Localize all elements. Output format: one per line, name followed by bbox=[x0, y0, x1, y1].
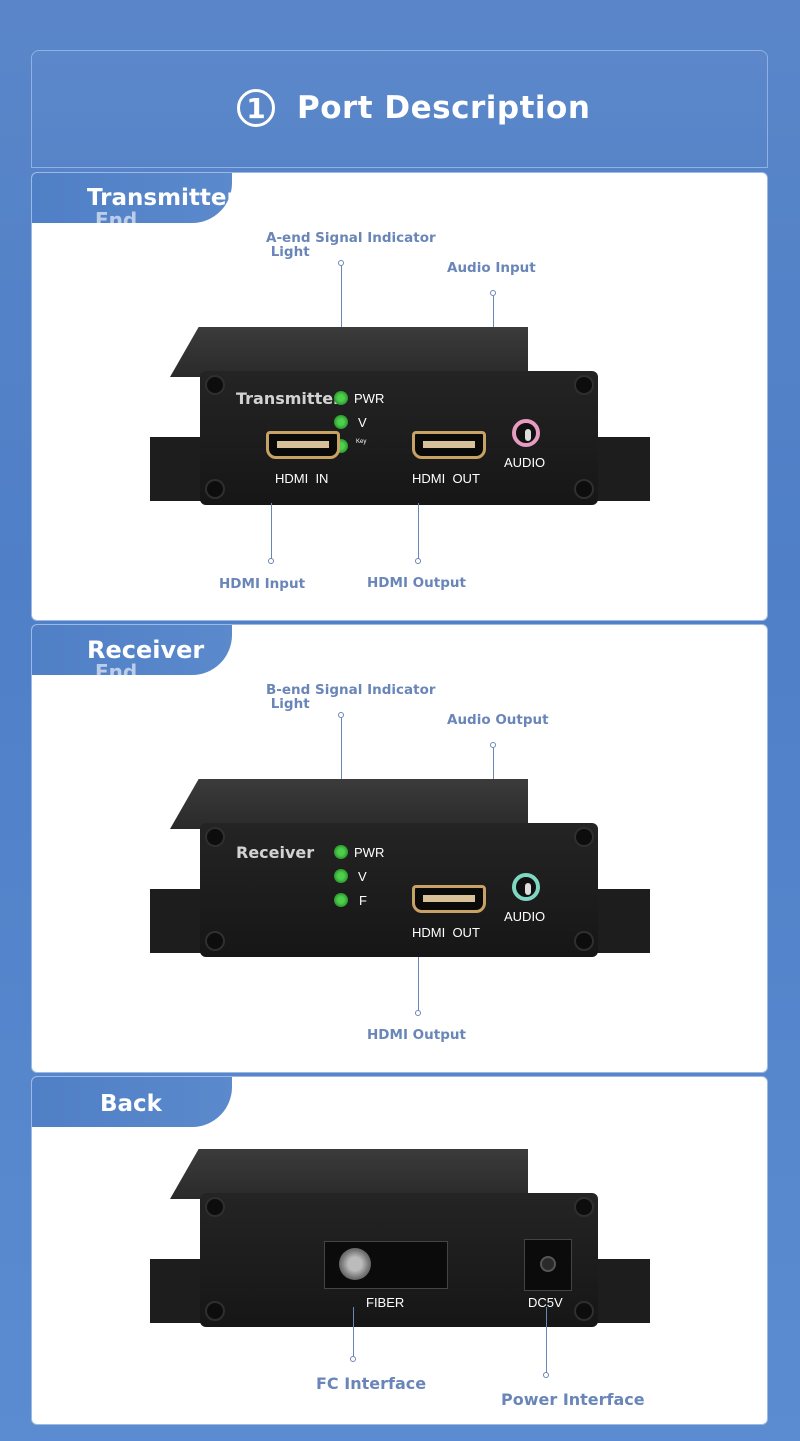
screw bbox=[574, 479, 594, 499]
led-pwr-label: PWR bbox=[354, 845, 385, 860]
transmitter-tab-label: Transmitter bbox=[87, 185, 238, 211]
led-f bbox=[334, 893, 348, 907]
led-v bbox=[334, 869, 348, 883]
back-tab-label: Back bbox=[100, 1091, 162, 1117]
screw bbox=[205, 479, 225, 499]
leader-line bbox=[353, 1307, 354, 1357]
device-top bbox=[170, 779, 528, 829]
screw bbox=[205, 375, 225, 395]
leader-dot bbox=[268, 558, 274, 564]
label-power-interface: Power Interface bbox=[501, 1390, 645, 1409]
leader-dot bbox=[338, 260, 344, 266]
label-a-end-indicator: A-end Signal Indicator Light bbox=[266, 230, 436, 260]
device-brand: Transmitter bbox=[236, 389, 341, 408]
leader-line bbox=[418, 503, 419, 559]
leader-dot bbox=[543, 1372, 549, 1378]
audio-label: AUDIO bbox=[504, 909, 546, 924]
screw bbox=[574, 931, 594, 951]
label-b-end-indicator: B-end Signal Indicator Light bbox=[266, 682, 436, 712]
screw bbox=[574, 1301, 594, 1321]
page-title: Port Description bbox=[297, 90, 591, 126]
back-tab: Back bbox=[32, 1077, 232, 1127]
device-brand: Receiver bbox=[236, 843, 315, 862]
led-v bbox=[334, 415, 348, 429]
screw bbox=[574, 1197, 594, 1217]
receiver-tab-label-2: End bbox=[95, 660, 138, 684]
dc-port bbox=[524, 1239, 572, 1291]
led-f-label: F bbox=[359, 893, 367, 908]
back-device: FIBER DC5V bbox=[150, 1149, 650, 1329]
led-v-label: V bbox=[358, 415, 367, 430]
screw bbox=[205, 1301, 225, 1321]
hdmi-in-label: HDMI IN bbox=[275, 471, 329, 486]
screw bbox=[205, 931, 225, 951]
leader-dot bbox=[338, 712, 344, 718]
fiber-port bbox=[324, 1241, 448, 1289]
label-audio-output: Audio Output bbox=[447, 712, 549, 728]
label-hdmi-input: HDMI Input bbox=[219, 576, 306, 592]
flange-right bbox=[590, 889, 650, 953]
led-pwr bbox=[334, 391, 348, 405]
transmitter-tab-label-2: End bbox=[95, 208, 138, 232]
leader-dot bbox=[490, 290, 496, 296]
led-v-label: V bbox=[358, 869, 367, 884]
leader-dot bbox=[415, 558, 421, 564]
hdmi-out-port bbox=[412, 885, 486, 913]
flange-right bbox=[590, 1259, 650, 1323]
screw bbox=[574, 375, 594, 395]
hdmi-out-port bbox=[412, 431, 486, 459]
device-top bbox=[170, 1149, 528, 1199]
leader-dot bbox=[490, 742, 496, 748]
audio-jack-teal bbox=[512, 873, 540, 901]
label-fc-interface: FC Interface bbox=[316, 1374, 427, 1393]
leader-line bbox=[271, 503, 272, 559]
screw bbox=[205, 1197, 225, 1217]
label-hdmi-output: HDMI Output bbox=[367, 575, 466, 591]
hdmi-out-label: HDMI OUT bbox=[412, 471, 480, 486]
section-header: 1 Port Description bbox=[31, 50, 768, 168]
device-top bbox=[170, 327, 528, 377]
hdmi-in-port bbox=[266, 431, 340, 459]
label-hdmi-output: HDMI Output bbox=[367, 1027, 466, 1043]
audio-jack-pink bbox=[512, 419, 540, 447]
hdmi-out-label: HDMI OUT bbox=[412, 925, 480, 940]
fiber-label: FIBER bbox=[366, 1295, 405, 1310]
label-audio-input: Audio Input bbox=[447, 260, 536, 276]
leader-line bbox=[418, 957, 419, 1011]
led-key-label: Key bbox=[356, 439, 367, 445]
fc-connector bbox=[339, 1248, 371, 1280]
receiver-device: Receiver PWR V F HDMI OUT AUDIO bbox=[150, 779, 650, 959]
led-pwr-label: PWR bbox=[354, 391, 385, 406]
leader-line bbox=[546, 1307, 547, 1373]
screw bbox=[574, 827, 594, 847]
back-panel: Back FIBER DC5V FC Interface Power Inter… bbox=[31, 1076, 768, 1425]
audio-label: AUDIO bbox=[504, 455, 546, 470]
dc-label: DC5V bbox=[528, 1295, 563, 1310]
step-number: 1 bbox=[237, 89, 275, 127]
receiver-tab-label: Receiver bbox=[87, 636, 205, 664]
transmitter-device: Transmitter PWR V Key HDMI IN HDMI OUT A… bbox=[150, 327, 650, 507]
led-pwr bbox=[334, 845, 348, 859]
leader-dot bbox=[415, 1010, 421, 1016]
dc-jack bbox=[540, 1256, 556, 1272]
screw bbox=[205, 827, 225, 847]
leader-dot bbox=[350, 1356, 356, 1362]
flange-right bbox=[590, 437, 650, 501]
